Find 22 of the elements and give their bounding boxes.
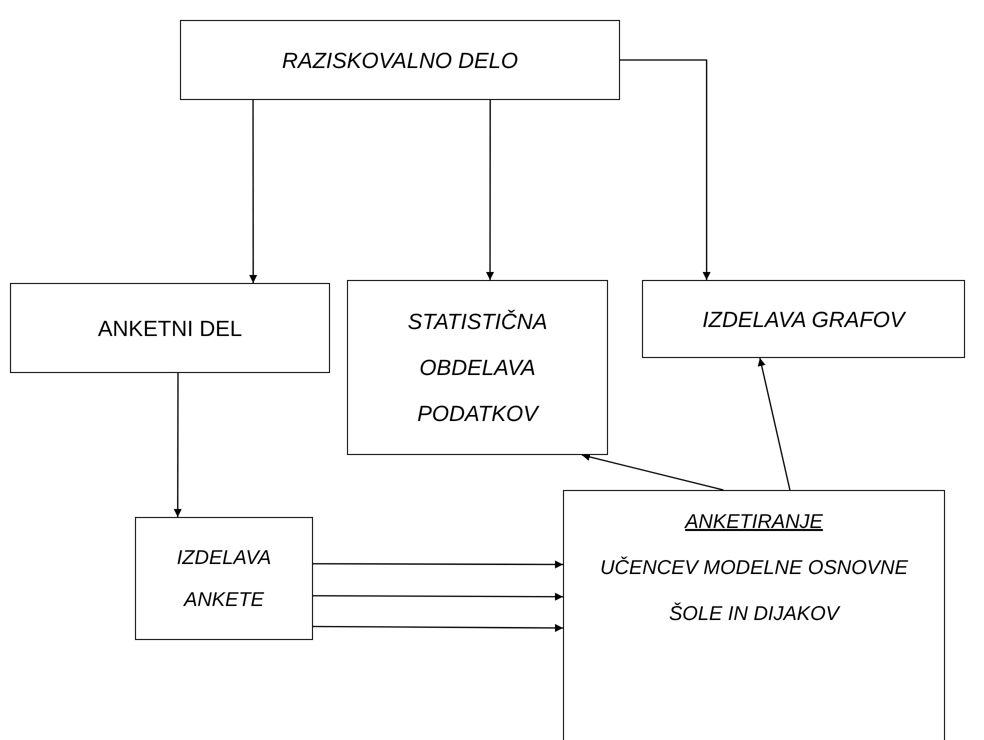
arrow: [582, 453, 724, 491]
process-box: [563, 490, 945, 740]
box-text: ANKETNI DEL: [98, 314, 242, 342]
arrow: [313, 560, 563, 568]
arrow: [174, 373, 182, 517]
process-box: [135, 517, 313, 640]
process-box: [10, 283, 330, 373]
arrow: [486, 100, 494, 280]
process-box: [642, 280, 965, 358]
arrow: [758, 358, 791, 490]
process-box: [347, 280, 608, 455]
process-box: [180, 20, 620, 100]
box-text: UČENCEV MODELNE OSNOVNE ŠOLE IN DIJAKOV: [599, 556, 909, 627]
box-heading: ANKETIRANJE: [685, 510, 823, 535]
box-text: RAZISKOVALNO DELO: [282, 46, 518, 74]
arrow: [620, 59, 711, 280]
arrow: [249, 100, 258, 283]
arrow: [313, 592, 563, 601]
box-text: STATISTIČNA OBDELAVA PODATKOV: [406, 308, 548, 428]
box-text: IZDELAVA GRAFOV: [702, 306, 905, 334]
box-text: IZDELAVA ANKETE: [176, 546, 272, 612]
arrow: [313, 624, 563, 632]
